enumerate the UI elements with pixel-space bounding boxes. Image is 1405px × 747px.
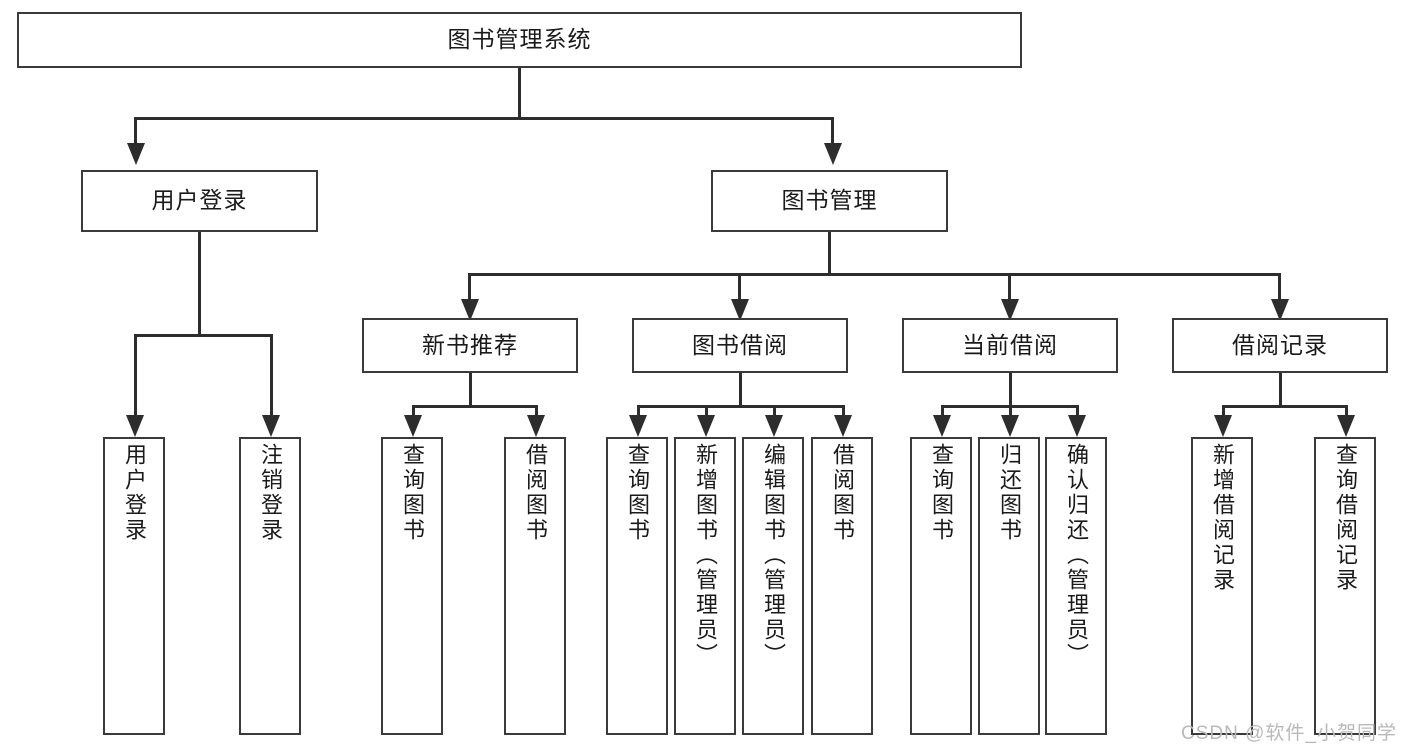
connector-bookborrow-bus bbox=[637, 405, 845, 408]
arrow-to-user-login bbox=[127, 143, 145, 165]
arrow-to-leaf-user-login bbox=[126, 415, 144, 437]
connector-root-drop-left bbox=[134, 117, 137, 143]
arrow-to-leaf-logout bbox=[262, 415, 280, 437]
leaf-query-borrow-record[interactable]: 查询借阅记录 bbox=[1314, 437, 1376, 735]
connector-level2-bus bbox=[468, 273, 1281, 276]
node-label: 编辑图书（管理员） bbox=[761, 443, 786, 668]
connector-newbook-stem bbox=[469, 373, 472, 406]
arrow-to-book-borrow bbox=[731, 299, 749, 321]
node-label: 借阅图书 bbox=[830, 443, 855, 543]
connector-bookborrow-drop-2 bbox=[705, 405, 708, 415]
connector-level2-drop-1 bbox=[468, 273, 471, 299]
node-book-management[interactable]: 图书管理 bbox=[711, 170, 948, 232]
arrow-to-current-borrow bbox=[1001, 299, 1019, 321]
connector-borrowrecord-stem bbox=[1279, 373, 1282, 406]
watermark-text: CSDN @软件_小贺同学 bbox=[1181, 723, 1397, 744]
connector-bookmanage-stem bbox=[828, 232, 831, 274]
node-new-book-recommend[interactable]: 新书推荐 bbox=[362, 318, 578, 373]
leaf-user-login[interactable]: 用户登录 bbox=[103, 437, 165, 735]
arrow-to-leaf-add-record bbox=[1214, 415, 1232, 437]
leaf-query-book-recommend[interactable]: 查询图书 bbox=[381, 437, 443, 735]
arrow-to-leaf-query-book-1 bbox=[404, 415, 422, 437]
connector-borrowrecord-drop-1 bbox=[1222, 405, 1225, 415]
leaf-query-book-current[interactable]: 查询图书 bbox=[910, 437, 972, 735]
leaf-edit-book-admin[interactable]: 编辑图书（管理员） bbox=[742, 437, 804, 735]
leaf-borrow-book-recommend[interactable]: 借阅图书 bbox=[504, 437, 566, 735]
connector-level2-drop-3 bbox=[1008, 273, 1011, 299]
node-label: 查询图书 bbox=[929, 443, 954, 543]
arrow-to-leaf-edit-book bbox=[765, 415, 783, 437]
node-label: 查询图书 bbox=[400, 443, 425, 543]
leaf-borrow-book[interactable]: 借阅图书 bbox=[811, 437, 873, 735]
arrow-to-borrow-record bbox=[1271, 299, 1289, 321]
arrow-to-leaf-confirm-return bbox=[1068, 415, 1086, 437]
leaf-logout[interactable]: 注销登录 bbox=[239, 437, 301, 735]
leaf-confirm-return-admin[interactable]: 确认归还（管理员） bbox=[1045, 437, 1107, 735]
node-label: 用户登录 bbox=[122, 443, 147, 543]
connector-userlogin-drop-1 bbox=[134, 334, 137, 415]
arrow-to-leaf-query-record bbox=[1337, 415, 1355, 437]
leaf-query-book-borrow[interactable]: 查询图书 bbox=[606, 437, 668, 735]
arrow-to-leaf-borrow-book-1 bbox=[527, 415, 545, 437]
arrow-to-leaf-query-book-2 bbox=[629, 415, 647, 437]
connector-newbook-bus bbox=[412, 405, 538, 408]
connector-currentborrow-drop-2 bbox=[1009, 405, 1012, 415]
node-current-borrow[interactable]: 当前借阅 bbox=[902, 318, 1118, 373]
node-label: 新书推荐 bbox=[422, 331, 518, 358]
node-label: 新增借阅记录 bbox=[1210, 443, 1235, 593]
connector-level2-drop-2 bbox=[738, 273, 741, 299]
arrow-to-leaf-borrow-book-2 bbox=[834, 415, 852, 437]
connector-borrowrecord-drop-2 bbox=[1345, 405, 1348, 415]
node-label: 图书借阅 bbox=[692, 331, 788, 358]
arrow-to-leaf-return-book bbox=[1001, 415, 1019, 437]
node-label: 图书管理系统 bbox=[447, 26, 592, 53]
node-borrow-record[interactable]: 借阅记录 bbox=[1172, 318, 1388, 373]
node-label: 查询借阅记录 bbox=[1333, 443, 1358, 593]
connector-currentborrow-drop-1 bbox=[941, 405, 944, 415]
connector-bookborrow-stem bbox=[739, 373, 742, 406]
connector-userlogin-drop-2 bbox=[270, 334, 273, 415]
node-label: 归还图书 bbox=[997, 443, 1022, 543]
connector-newbook-drop-1 bbox=[412, 405, 415, 415]
node-label: 借阅图书 bbox=[523, 443, 548, 543]
node-label: 新增图书（管理员） bbox=[693, 443, 718, 668]
arrow-to-leaf-add-book bbox=[697, 415, 715, 437]
arrow-to-new-book-recommend bbox=[461, 299, 479, 321]
arrow-to-book-manage bbox=[824, 143, 842, 165]
node-label: 查询图书 bbox=[625, 443, 650, 543]
connector-root-stem bbox=[518, 68, 521, 118]
node-root-system[interactable]: 图书管理系统 bbox=[17, 12, 1022, 68]
node-label: 图书管理 bbox=[781, 187, 878, 214]
arrow-to-leaf-query-book-3 bbox=[933, 415, 951, 437]
node-user-login[interactable]: 用户登录 bbox=[81, 170, 318, 232]
connector-userlogin-stem bbox=[198, 232, 201, 335]
node-label: 当前借阅 bbox=[962, 331, 1058, 358]
connector-borrowrecord-bus bbox=[1222, 405, 1348, 408]
node-label: 确认归还（管理员） bbox=[1064, 443, 1089, 668]
node-book-borrow[interactable]: 图书借阅 bbox=[632, 318, 848, 373]
connector-bookborrow-drop-3 bbox=[773, 405, 776, 415]
node-label: 用户登录 bbox=[151, 187, 248, 214]
connector-userlogin-bus bbox=[134, 334, 273, 337]
node-label: 借阅记录 bbox=[1232, 331, 1328, 358]
connector-bookborrow-drop-4 bbox=[842, 405, 845, 415]
connector-currentborrow-stem bbox=[1009, 373, 1012, 406]
connector-bookborrow-drop-1 bbox=[637, 405, 640, 415]
connector-root-drop-right bbox=[831, 117, 834, 143]
connector-level2-drop-4 bbox=[1278, 273, 1281, 299]
connector-root-bus bbox=[134, 117, 834, 120]
connector-newbook-drop-2 bbox=[535, 405, 538, 415]
connector-currentborrow-drop-3 bbox=[1076, 405, 1079, 415]
node-label: 注销登录 bbox=[258, 443, 283, 543]
leaf-return-book[interactable]: 归还图书 bbox=[978, 437, 1040, 735]
leaf-add-book-admin[interactable]: 新增图书（管理员） bbox=[674, 437, 736, 735]
leaf-add-borrow-record[interactable]: 新增借阅记录 bbox=[1191, 437, 1253, 735]
